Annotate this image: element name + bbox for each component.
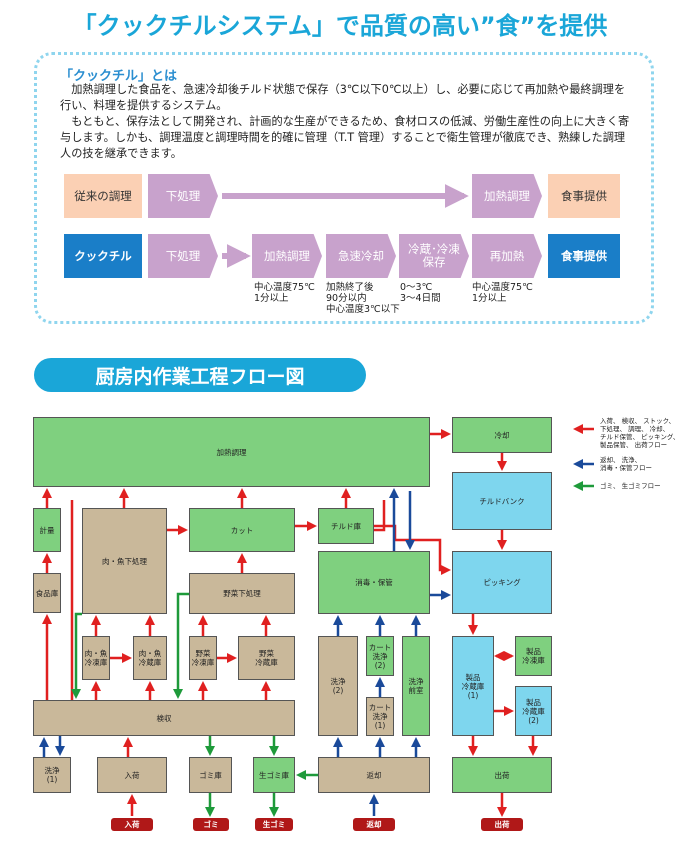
box-senjo1: 洗浄 (1) [33,757,71,793]
cookchill-step-5: 再加熱 [472,234,542,278]
page-title: 「クックチルシステム」で品質の高い”食”を提供 [72,12,608,40]
traditional-label: 従来の調理 [64,174,142,218]
box-yasai-shita: 野菜下処理 [189,573,295,614]
note-storage: 0〜3℃ 3〜4日間 [400,282,441,304]
traditional-end: 食事提供 [548,174,620,218]
box-senjo2: 洗浄 (2) [318,636,358,736]
box-picking: ピッキング [452,551,552,614]
legend-green: ゴミ、 生ゴミフロー [600,482,661,490]
cookchill-step-4: 冷蔵･冷凍 保存 [399,234,469,278]
box-shokuhin: 食品庫 [33,573,61,613]
box-reikyaku: 冷却 [452,417,552,453]
box-shukka: 出荷 [452,757,552,793]
cookchill-step-2: 加熱調理 [252,234,322,278]
box-kanetsu: 加熱調理 [33,417,430,487]
box-seihin-reito: 製品 冷凍庫 [515,636,552,676]
flow-section-title: 厨房内作業工程フロー図 [34,358,366,392]
cookchill-end: 食事提供 [548,234,620,278]
box-chilled-ko: チルド庫 [318,508,374,544]
legend-navy: 返却、 洗浄、 消毒・保管フロー [600,456,652,472]
box-seihin2: 製品 冷蔵庫 (2) [515,686,552,736]
box-chilled-bank: チルドバンク [452,472,552,530]
box-yasai-reito: 野菜 冷凍庫 [189,636,217,680]
traditional-step-2: 加熱調理 [472,174,542,218]
box-cart1: カート 洗浄 (1) [366,697,394,736]
box-yasai-reizo: 野菜 冷蔵庫 [238,636,295,680]
cookchill-step-3: 急速冷却 [326,234,396,278]
box-nama-gomi-ko: 生ゴミ庫 [253,757,295,793]
label-gomi: ゴミ [193,818,229,831]
cookchill-step-1: 下処理 [148,234,218,278]
label-nyuka: 入荷 [111,818,153,831]
traditional-step-1: 下処理 [148,174,218,218]
box-senjo-zen: 洗浄 前室 [402,636,430,736]
note-cooling: 加熱終了後 90分以内 中心温度3℃以下 [326,282,400,315]
note-reheat: 中心温度75℃ 1分以上 [472,282,533,304]
cookchill-heading: 「クックチル」とは [60,69,178,84]
box-niku-shita: 肉・魚下処理 [82,508,167,614]
cookchill-description: 加熱調理した食品を、急速冷却後チルド状態で保存（3℃以下0℃以上）し、必要に応じ… [60,82,635,162]
box-henkyaku: 返却 [318,757,430,793]
box-cart2: カート 洗浄 (2) [366,636,394,676]
box-niku-reizo: 肉・魚 冷蔵庫 [133,636,167,680]
legend-red: 入荷、 検収、 ストック、 下処理、 調理、 冷却、 チルド保管、 ピッキング、… [600,417,680,449]
cookchill-label: クックチル [64,234,142,278]
box-cut: カット [189,508,295,552]
cookchill-info-box [34,52,654,324]
box-kenshu: 検収 [33,700,295,736]
label-shukka: 出荷 [481,818,523,831]
box-shodoku: 消毒・保管 [318,551,430,614]
box-niku-reito: 肉・魚 冷凍庫 [82,636,110,680]
label-nama-gomi: 生ゴミ [255,818,293,831]
box-nyuka: 入荷 [97,757,167,793]
box-keiryo: 計量 [33,508,61,552]
box-gomi-ko: ゴミ庫 [189,757,232,793]
note-heating: 中心温度75℃ 1分以上 [254,282,315,304]
box-seihin1: 製品 冷蔵庫 (1) [452,636,494,736]
description-para-2: もともと、保存法として開発され、計画的な生産ができるため、食材ロスの低減、労働生… [60,115,630,160]
description-para-1: 加熱調理した食品を、急速冷却後チルド状態で保存（3℃以下0℃以上）し、必要に応じ… [60,83,626,112]
label-henkyaku: 返却 [353,818,395,831]
